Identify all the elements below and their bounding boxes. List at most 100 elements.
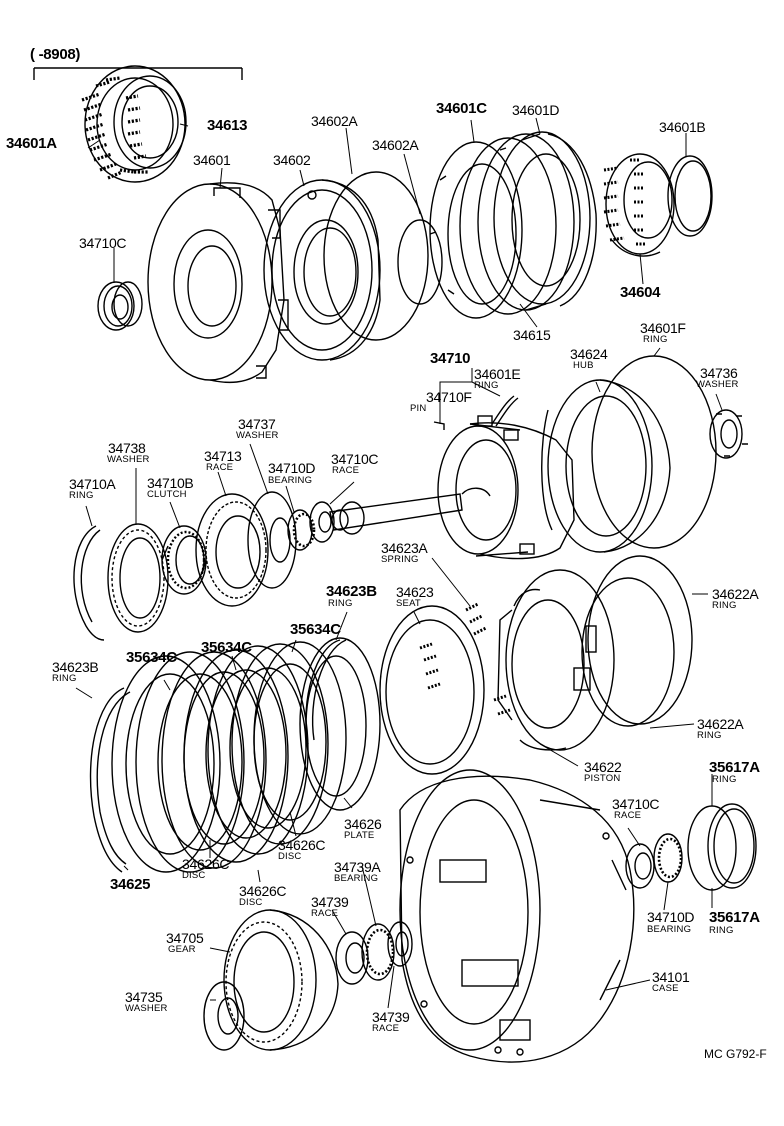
part-34739A-bearing xyxy=(361,923,395,981)
sublabel-34622A-2: RING xyxy=(697,730,722,741)
label-34625: 34625 xyxy=(110,876,151,893)
part-34623-seat xyxy=(379,605,485,775)
part-34710A-ring xyxy=(73,525,105,641)
label-34601A: 34601A xyxy=(6,135,57,152)
part-34710C-race-small xyxy=(97,281,143,331)
label-34624: 34624 xyxy=(570,346,608,362)
label-35617A-2: 35617A xyxy=(709,909,760,926)
label-34622A-1: 34622A xyxy=(712,586,759,602)
label-35634C-2: 35634C xyxy=(201,639,252,656)
label-34613: 34613 xyxy=(207,117,248,134)
label-34623A: 34623A xyxy=(381,540,428,556)
part-34710F-pin xyxy=(433,421,445,430)
label-34601D: 34601D xyxy=(512,102,560,118)
part-34710C-race-mid xyxy=(309,501,335,543)
label-34615: 34615 xyxy=(513,327,551,343)
label-34602A-2: 34602A xyxy=(372,137,419,153)
sublabel-34710D-2: BEARING xyxy=(647,924,692,935)
sublabel-34626C-2: DISC xyxy=(182,870,206,881)
sublabel-34705: GEAR xyxy=(168,944,196,955)
label-34623: 34623 xyxy=(396,584,434,600)
part-34738-washer xyxy=(107,523,169,633)
label-34710: 34710 xyxy=(430,350,471,367)
label-34602: 34602 xyxy=(273,152,311,168)
part-34735-washer xyxy=(203,981,245,1051)
part-34601A-spring-pack xyxy=(81,65,187,183)
label-34622A-2: 34622A xyxy=(697,716,744,732)
label-34739-2: 34739 xyxy=(372,1009,410,1025)
part-35617A-ring-pair xyxy=(687,803,757,891)
label-35634C-1: 35634C xyxy=(290,621,341,638)
label-34601B: 34601B xyxy=(659,119,706,135)
sublabel-34739A: BEARING xyxy=(334,873,379,884)
part-34625-plate xyxy=(111,655,221,873)
label-34710A: 34710A xyxy=(69,476,116,492)
sublabel-35617A-1: RING xyxy=(712,774,737,785)
label-34713: 34713 xyxy=(204,448,242,464)
sublabel-34710C-3: RACE xyxy=(614,810,642,821)
sublabel-35617A-2: RING xyxy=(709,925,734,936)
part-34601C-plate xyxy=(429,141,523,319)
sublabel-34737: WASHER xyxy=(236,430,279,441)
sublabel-34623: SEAT xyxy=(396,598,421,609)
part-34601B-snap-ring xyxy=(667,155,713,237)
sublabel-34739-2: RACE xyxy=(372,1023,400,1034)
label-34738: 34738 xyxy=(108,440,146,456)
part-34622A-ring-outer xyxy=(587,555,693,725)
date-range-label: ( -8908) xyxy=(30,46,81,63)
part-34601E-ring xyxy=(491,395,519,427)
sublabel-34624: HUB xyxy=(573,360,594,371)
sublabel-34601E: RING xyxy=(474,380,499,391)
part-34602-piston xyxy=(263,179,381,361)
part-34710D-bearing-lower xyxy=(653,833,683,883)
sublabel-34710D-1: BEARING xyxy=(268,475,313,486)
label-34739-1: 34739 xyxy=(311,894,349,910)
sublabel-34735: WASHER xyxy=(125,1003,168,1014)
part-34710D-bearing xyxy=(287,509,316,551)
sublabel-34622: PISTON xyxy=(584,773,621,784)
part-34101-case xyxy=(399,769,635,1063)
label-34626: 34626 xyxy=(344,816,382,832)
part-34624-hub xyxy=(541,379,671,553)
sublabel-34710A: RING xyxy=(69,490,94,501)
label-35634C-3: 35634C xyxy=(126,649,177,666)
sublabel-34736: WASHER xyxy=(696,379,739,390)
part-34739-race-lower xyxy=(387,921,413,967)
part-34710B-clutch xyxy=(161,525,207,595)
sublabel-34101: CASE xyxy=(652,983,679,994)
label-34626C-1: 34626C xyxy=(278,837,326,853)
label-34622: 34622 xyxy=(584,759,622,775)
sublabel-34626C-1: DISC xyxy=(278,851,302,862)
label-34626C-3: 34626C xyxy=(239,883,287,899)
label-34710C-3: 34710C xyxy=(612,796,660,812)
label-34601F: 34601F xyxy=(640,320,686,336)
sublabel-34713: RACE xyxy=(206,462,234,473)
part-34736-washer xyxy=(709,409,748,459)
label-34710B: 34710B xyxy=(147,475,194,491)
label-34623B-2: 34623B xyxy=(52,659,99,675)
sublabel-34739-1: RACE xyxy=(311,908,339,919)
label-34101: 34101 xyxy=(652,969,690,985)
label-34626C-2: 34626C xyxy=(182,856,230,872)
sublabel-34710B: CLUTCH xyxy=(147,489,187,500)
sublabel-34710C-2: RACE xyxy=(332,465,360,476)
label-34604: 34604 xyxy=(620,284,661,301)
sublabel-34626: PLATE xyxy=(344,830,375,841)
label-34601C: 34601C xyxy=(436,100,487,117)
sublabel-34623A: SPRING xyxy=(381,554,419,565)
label-34710C-1: 34710C xyxy=(79,235,127,251)
date-range-bracket xyxy=(33,67,243,80)
label-34710D-1: 34710D xyxy=(268,460,316,476)
part-34622-piston xyxy=(497,569,615,751)
part-34713-race xyxy=(195,493,269,607)
part-34710C-race-lower xyxy=(625,843,655,889)
sublabel-34622A-1: RING xyxy=(712,600,737,611)
part-34623B-ring-lower xyxy=(89,687,131,873)
label-34602A-1: 34602A xyxy=(311,113,358,129)
part-34710-drum-assembly xyxy=(437,415,575,560)
label-34710F: 34710F xyxy=(426,389,472,405)
part-34601-drum xyxy=(147,182,289,384)
sublabel-34738: WASHER xyxy=(107,454,150,465)
